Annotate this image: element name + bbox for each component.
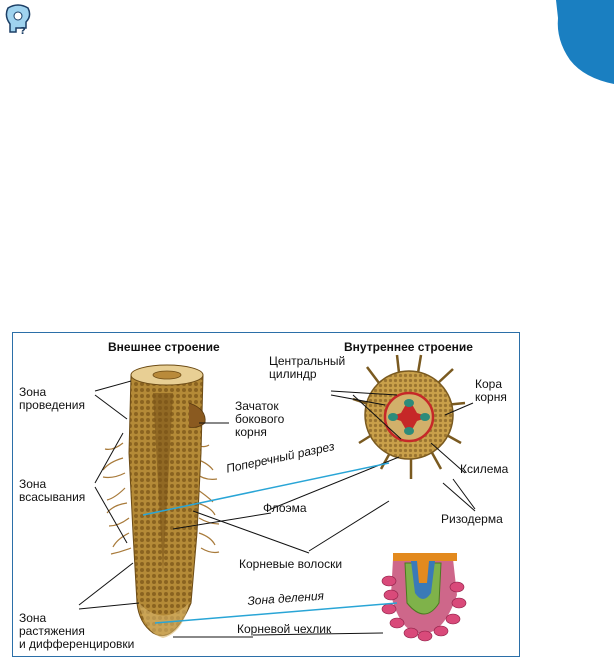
chapter-tab-decoration <box>556 0 614 84</box>
root-diagram-drawing <box>78 354 476 642</box>
label-root-hairs: Корневые волоски <box>239 557 343 571</box>
label-root-cap: Корневой чехлик <box>237 622 332 636</box>
question-head-icon: ? <box>5 4 31 36</box>
external-structure-header: Внешнее строение <box>108 340 220 354</box>
connector-lines <box>142 462 398 624</box>
internal-structure-header: Внутреннее строение <box>344 340 473 354</box>
root-structure-figure: Внешнее строение Внутреннее строение Зон… <box>12 332 520 657</box>
label-xylem: Ксилема <box>460 462 509 476</box>
svg-text:?: ? <box>20 26 26 36</box>
label-phloem: Флоэма <box>263 501 307 515</box>
root-tip-section-drawing <box>381 553 467 642</box>
pointer-lines <box>78 380 476 638</box>
label-rhizoderm: Ризодерма <box>441 512 503 526</box>
